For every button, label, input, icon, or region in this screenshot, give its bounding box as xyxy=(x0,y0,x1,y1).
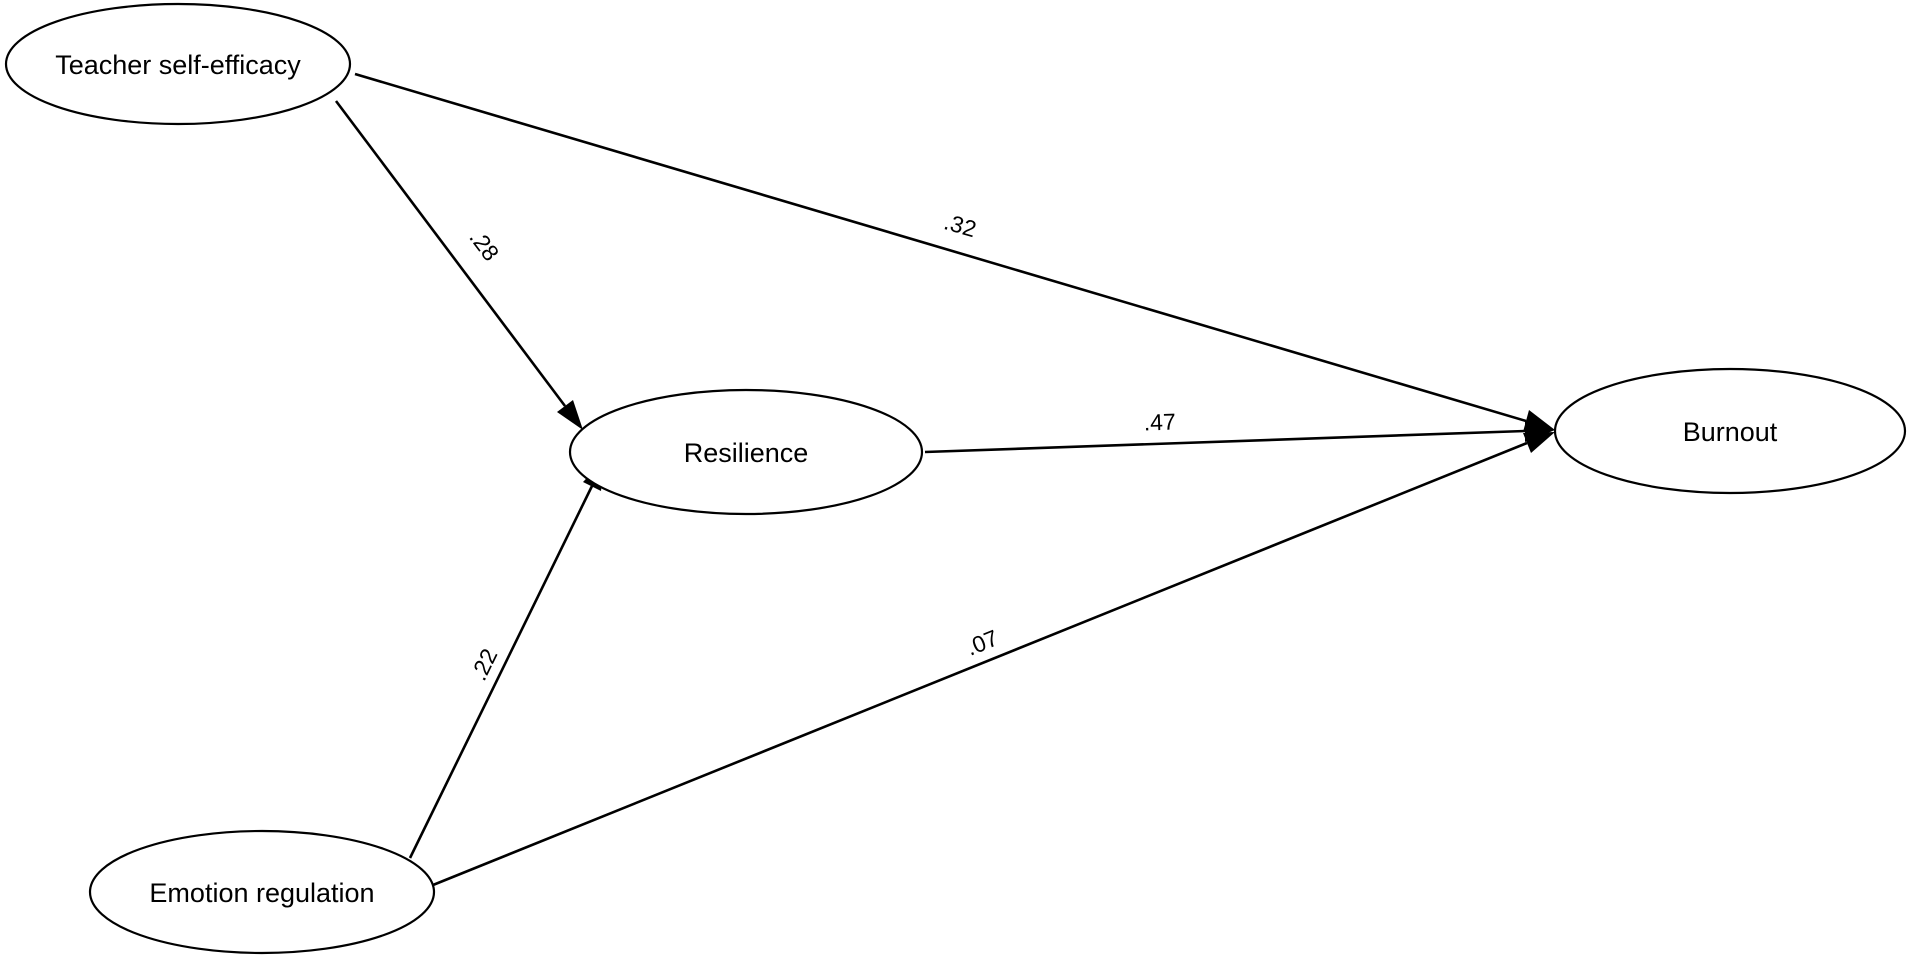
node-burnout: Burnout xyxy=(1553,367,1907,495)
path-tse-resilience xyxy=(334,100,583,430)
node-label-emotion-regulation: Emotion regulation xyxy=(149,878,374,908)
node-teacher-self-efficacy: Teacher self-efficacy xyxy=(4,2,352,126)
node-label-burnout: Burnout xyxy=(1683,417,1778,447)
node-resilience: Resilience xyxy=(568,388,924,516)
coefficient-er-burnout: .07 xyxy=(962,625,1001,661)
path-tse-burnout xyxy=(354,72,1555,432)
coefficient-tse-resilience: .28 xyxy=(464,225,504,266)
coefficient-tse-burnout: .32 xyxy=(941,208,979,242)
node-label-resilience: Resilience xyxy=(684,438,809,468)
node-emotion-regulation: Emotion regulation xyxy=(88,829,436,955)
path-er-resilience xyxy=(408,460,604,859)
node-label-teacher-self-efficacy: Teacher self-efficacy xyxy=(55,50,301,80)
coefficient-resilience-burnout: .47 xyxy=(1143,408,1176,435)
path-er-burnout xyxy=(432,432,1555,887)
path-resilience-burnout xyxy=(924,420,1555,454)
